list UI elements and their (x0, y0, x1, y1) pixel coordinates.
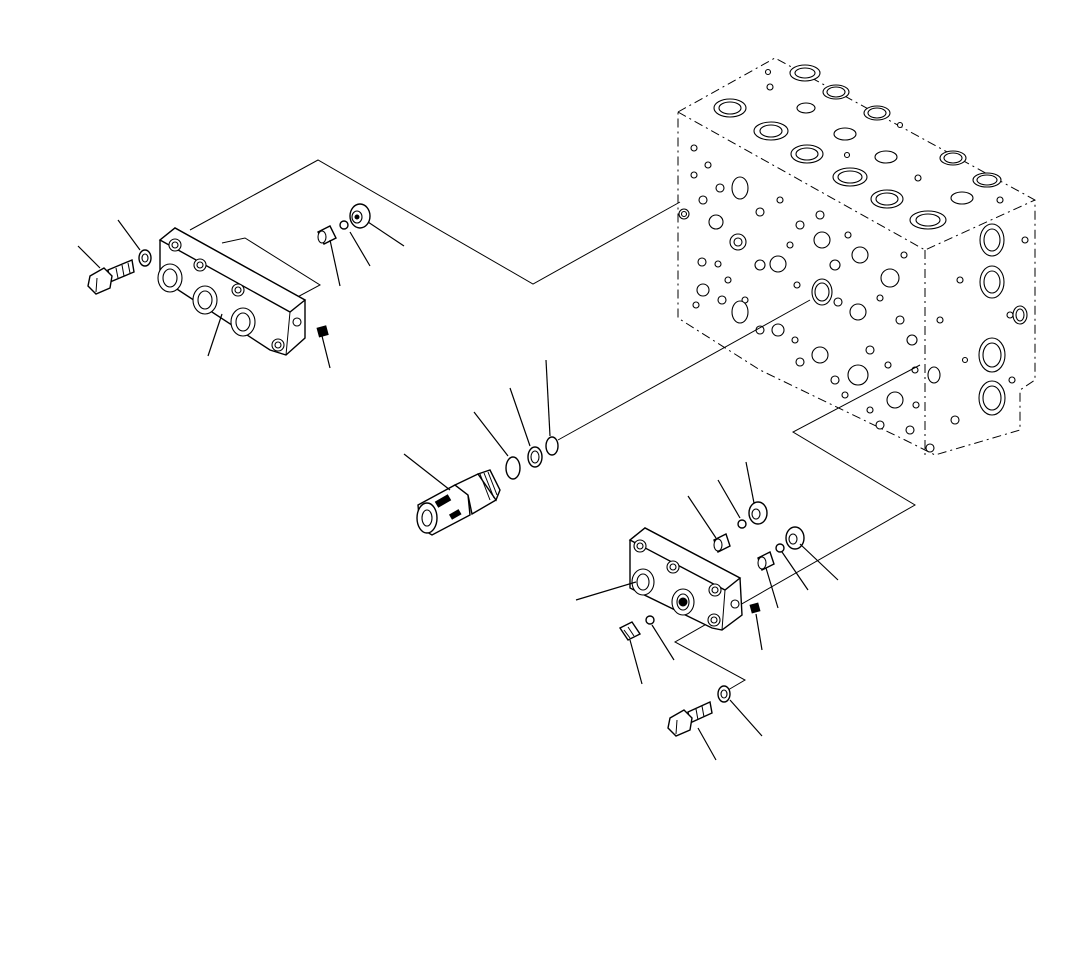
o-ring-small-lower-2 (775, 543, 785, 553)
o-ring-1 (505, 456, 521, 480)
o-ring-small-upper (339, 220, 349, 230)
front-face-ports (678, 144, 920, 435)
plug-lower (618, 621, 642, 641)
mounting-bolt-upper (87, 259, 135, 295)
side-face-ports (925, 223, 1029, 453)
callout-leaders (77, 219, 839, 761)
relief-valve-cartridge (416, 436, 559, 536)
upper-cover-assembly (87, 203, 371, 356)
assembly-lines (189, 159, 921, 691)
control-valve-body (677, 57, 1036, 456)
plug-upper (316, 325, 329, 338)
o-ring-small-lower-1 (737, 519, 747, 529)
lower-cover-assembly (618, 501, 805, 737)
o-ring-3 (545, 436, 559, 456)
top-face-ports (713, 64, 1004, 230)
plug-small-lower (749, 602, 761, 614)
o-ring-plug (645, 615, 655, 625)
mounting-bolt-lower (667, 700, 713, 737)
